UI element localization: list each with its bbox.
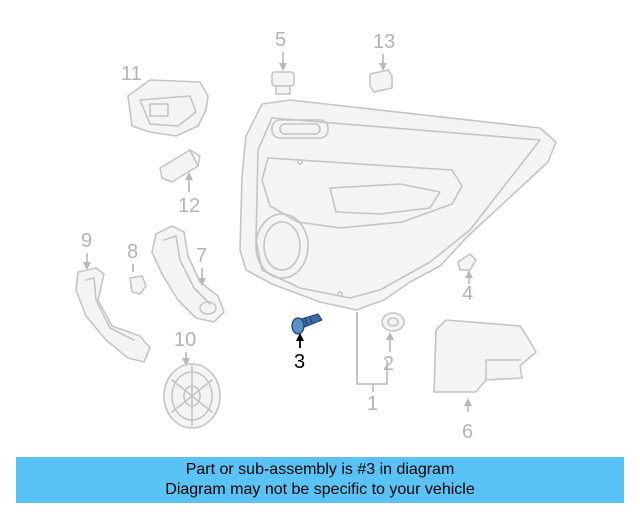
part-11-handle-bracket[interactable] bbox=[127, 79, 209, 137]
callout-9: 9 bbox=[81, 230, 92, 252]
part-12-pin[interactable] bbox=[159, 149, 201, 183]
parts-diagram: 11 12 5 13 1 2 bbox=[75, 29, 557, 443]
part-7-pull-handle[interactable] bbox=[151, 225, 225, 323]
callout-10: 10 bbox=[174, 329, 196, 351]
leader-arrow-10 bbox=[182, 358, 190, 366]
leader-arrow-5 bbox=[279, 63, 287, 71]
callout-7: 7 bbox=[196, 245, 207, 267]
part-5-clip[interactable] bbox=[271, 71, 295, 95]
callout-11: 11 bbox=[121, 63, 142, 85]
leader-arrow-6 bbox=[464, 398, 472, 406]
info-banner: Part or sub-assembly is #3 in diagram Di… bbox=[16, 457, 624, 503]
callout-12: 12 bbox=[178, 195, 200, 217]
part-13-block[interactable] bbox=[369, 69, 393, 93]
callout-5: 5 bbox=[275, 29, 286, 51]
leader-arrow-3 bbox=[296, 333, 304, 341]
callout-2: 2 bbox=[383, 353, 394, 375]
leader-arrow-13 bbox=[379, 63, 387, 71]
callout-4: 4 bbox=[462, 283, 473, 305]
leader-arrow-12 bbox=[185, 172, 193, 180]
part-8-clip[interactable] bbox=[129, 275, 147, 295]
part-2-grommet[interactable] bbox=[381, 312, 405, 332]
callout-13: 13 bbox=[373, 31, 395, 53]
leader-arrow-9 bbox=[83, 262, 91, 270]
part-4-clip[interactable] bbox=[457, 253, 477, 271]
part-6-pad[interactable] bbox=[433, 319, 537, 393]
callout-8: 8 bbox=[127, 241, 138, 263]
leader-arrow-7 bbox=[198, 278, 206, 286]
part-1-door-panel[interactable] bbox=[239, 99, 557, 311]
callout-6: 6 bbox=[462, 421, 473, 443]
callout-1: 1 bbox=[367, 393, 378, 415]
leader-arrow-4 bbox=[465, 270, 473, 278]
leader-arrow-2 bbox=[386, 332, 394, 340]
part-9-armrest[interactable] bbox=[75, 267, 151, 363]
banner-line-1: Part or sub-assembly is #3 in diagram bbox=[185, 461, 455, 478]
banner-line-2: Diagram may not be specific to your vehi… bbox=[165, 481, 475, 498]
callout-3: 3 bbox=[294, 351, 305, 373]
part-3-screw[interactable] bbox=[291, 313, 323, 335]
leader-1 bbox=[356, 312, 388, 385]
part-10-speaker[interactable] bbox=[163, 363, 221, 429]
